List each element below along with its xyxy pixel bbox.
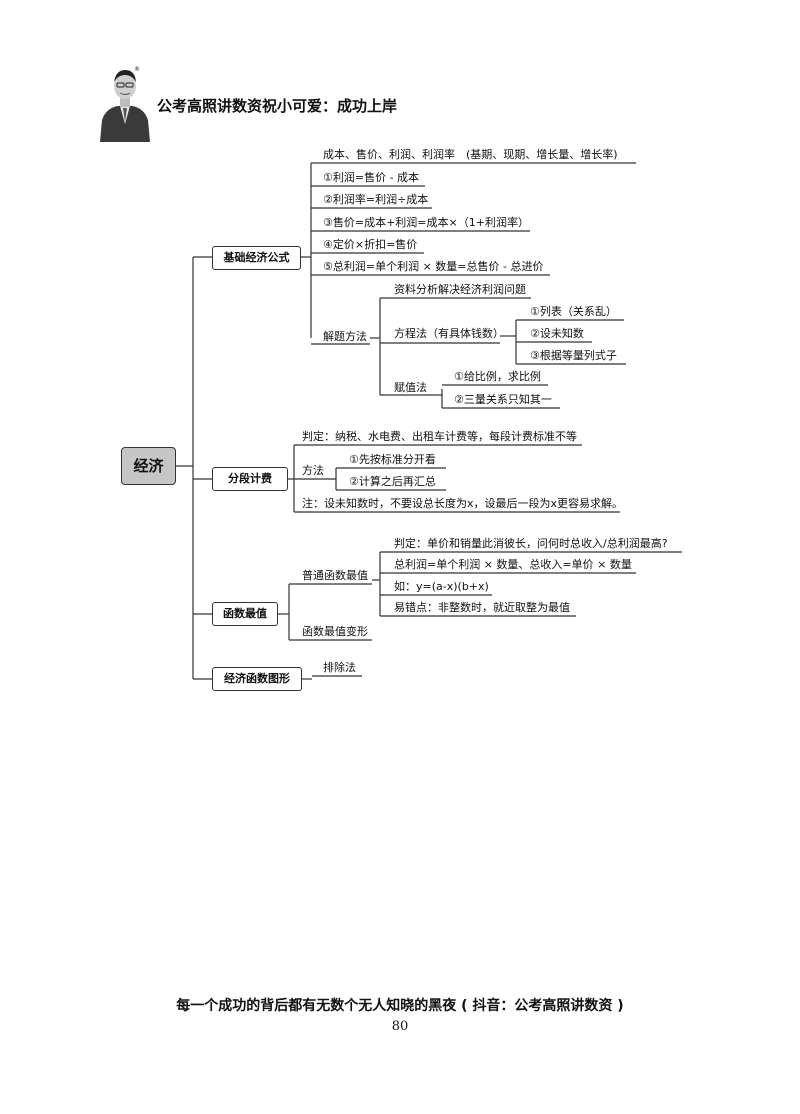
method-tool: 资料分析解决经济利润问题 xyxy=(394,283,526,296)
branch-graph: 经济函数图形 xyxy=(212,667,302,691)
normal-pitfall: 易错点：非整数时，就近取整为最值 xyxy=(394,601,570,614)
piecewise-method-label: 方法 xyxy=(302,464,324,477)
branch-basic-formulas: 基础经济公式 xyxy=(212,246,301,270)
formula-1: ①利润=售价 - 成本 xyxy=(323,171,420,184)
branch-extremum: 函数最值 xyxy=(212,602,278,626)
assign-method-label: 赋值法 xyxy=(394,381,427,394)
normal-example: 如：y=(a-x)(b+x) xyxy=(394,580,489,593)
piecewise-note: 注：设未知数时，不要设总长度为x，设最后一段为x更容易求解。 xyxy=(302,497,624,510)
formula-4: ④定价×折扣=售价 xyxy=(323,238,418,251)
root-node: 经济 xyxy=(121,447,176,485)
equation-step-2: ②设未知数 xyxy=(530,327,584,340)
normal-judge: 判定：单价和销量此消彼长，问何时总收入/总利润最高? xyxy=(394,537,668,550)
piecewise-step-1: ①先按标准分开看 xyxy=(349,453,436,466)
assign-step-1: ①给比例，求比例 xyxy=(454,370,541,383)
normal-formula: 总利润=单个利润 × 数量、总收入=单价 × 数量 xyxy=(394,558,632,571)
branch-piecewise: 分段计费 xyxy=(212,467,288,491)
graph-method: 排除法 xyxy=(323,661,356,674)
assign-step-2: ②三量关系只知其一 xyxy=(454,393,552,406)
piecewise-judge: 判定：纳税、水电费、出租车计费等，每段计费标准不等 xyxy=(302,430,577,443)
normal-extremum-label: 普通函数最值 xyxy=(302,569,368,582)
method-label: 解题方法 xyxy=(323,330,367,343)
equation-step-1: ①列表（关系乱） xyxy=(530,305,617,318)
footer-motto: 每一个成功的背后都有无数个无人知晓的黑夜 ( 抖音：公考高照讲数资 ) xyxy=(176,998,624,1014)
teacher-photo xyxy=(96,62,154,142)
formula-5: ⑤总利润=单个利润 × 数量=总售价 - 总进价 xyxy=(323,260,544,273)
basic-top-note: 成本、售价、利润、利润率 (基期、现期、增长量、增长率) xyxy=(323,148,618,161)
equation-step-3: ③根据等量列式子 xyxy=(530,349,617,362)
header-slogan: 公考高照讲数资祝小可爱：成功上岸 xyxy=(157,97,398,115)
page-number: 80 xyxy=(391,1019,409,1034)
registered-mark: ® xyxy=(134,66,140,73)
formula-2: ②利润率=利润÷成本 xyxy=(323,193,429,206)
equation-method-label: 方程法（有具体钱数） xyxy=(394,327,504,340)
extremum-variant: 函数最值变形 xyxy=(302,625,368,638)
formula-3: ③售价=成本+利润=成本×（1+利润率） xyxy=(323,216,529,229)
piecewise-step-2: ②计算之后再汇总 xyxy=(349,475,436,488)
